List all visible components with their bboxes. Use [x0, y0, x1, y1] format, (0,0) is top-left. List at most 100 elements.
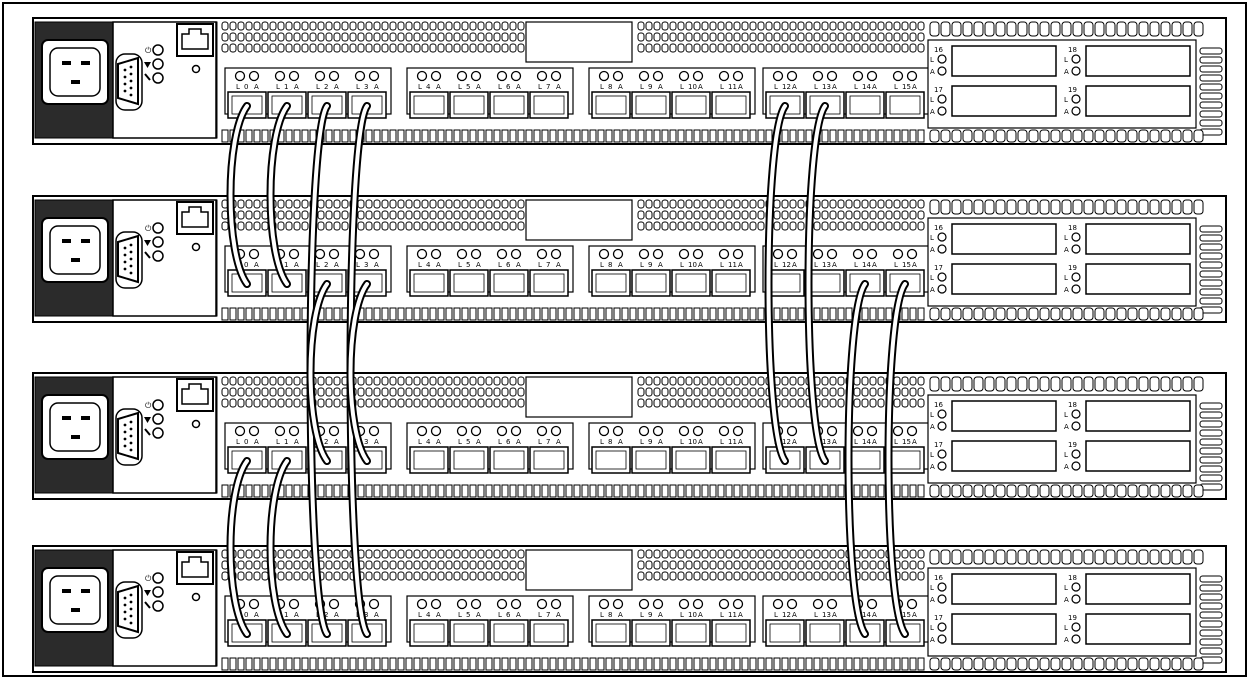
vent-slot — [334, 222, 340, 230]
vent-slot — [302, 485, 308, 497]
vent-slot — [742, 200, 748, 208]
vent-slot — [278, 200, 284, 208]
vent-slot — [422, 44, 428, 52]
vent-slot — [302, 33, 308, 41]
port-number-label: 8 — [608, 611, 612, 619]
activity-led — [512, 250, 521, 259]
vent-slot — [952, 550, 961, 564]
vent-slot — [918, 561, 924, 569]
port-number-label: 14 — [862, 438, 871, 446]
vent-slot — [494, 130, 500, 142]
vent-slot — [1051, 22, 1060, 36]
vent-slot — [302, 200, 308, 208]
vent-slot — [438, 377, 444, 385]
vent-slot — [830, 485, 836, 497]
activity-letter: A — [912, 438, 917, 446]
vent-slot — [1073, 200, 1082, 214]
vent-slot — [686, 22, 692, 30]
vent-slot — [502, 485, 508, 497]
vent-slot — [750, 308, 756, 320]
vent-slot — [1062, 377, 1071, 391]
vent-slot — [414, 44, 420, 52]
link-letter: L — [600, 261, 604, 269]
vent-slot — [750, 222, 756, 230]
vent-slot — [782, 388, 788, 396]
power-symbol-icon: ⏻ — [145, 46, 152, 55]
vent-slot — [782, 211, 788, 219]
vent-slot — [1029, 658, 1038, 670]
vent-slot — [366, 130, 372, 142]
vent-slot — [1040, 377, 1049, 391]
vent-slot — [462, 211, 468, 219]
vent-slot — [670, 200, 676, 208]
vent-slot — [678, 22, 684, 30]
vent-slot — [710, 211, 716, 219]
link-led — [236, 72, 245, 81]
vent-slot — [486, 561, 492, 569]
vent-slot — [742, 572, 748, 580]
vent-slot — [1161, 377, 1170, 391]
serial-pin — [124, 424, 127, 427]
vent-slot — [1084, 377, 1093, 391]
link-led — [814, 250, 823, 259]
switch-2: ⏻L0AL1AL2AL3AL4AL5AL6AL7AL8AL9AL10AL11AL… — [33, 196, 1226, 322]
vent-slot — [1106, 658, 1115, 670]
vent-slot — [366, 22, 372, 30]
vent-slot — [558, 308, 564, 320]
vent-slot — [302, 222, 308, 230]
vent-slot — [758, 561, 764, 569]
vent-slot — [902, 22, 908, 30]
vent-slot — [952, 308, 961, 320]
vent-slot — [878, 222, 884, 230]
activity-letter: A — [254, 83, 259, 91]
vent-slot — [1200, 412, 1222, 418]
port-number-label: 1 — [284, 261, 288, 269]
vent-slot — [518, 44, 524, 52]
sfp-cage — [952, 614, 1056, 644]
link-led — [418, 427, 427, 436]
vent-slot — [662, 44, 668, 52]
vent-slot — [822, 561, 828, 569]
vent-slot — [438, 200, 444, 208]
power-pin-right — [81, 239, 90, 243]
activity-letter: A — [930, 246, 935, 254]
vent-slot — [654, 572, 660, 580]
vent-slot — [486, 222, 492, 230]
vent-slot — [918, 550, 924, 558]
vent-slot — [334, 572, 340, 580]
vent-slot — [614, 130, 620, 142]
activity-letter: A — [872, 611, 877, 619]
vent-slot — [334, 399, 340, 407]
vent-slot — [638, 222, 644, 230]
vent-slot — [1084, 550, 1093, 564]
vent-slot — [254, 130, 260, 142]
vent-slot — [1062, 130, 1071, 142]
vent-slot — [318, 399, 324, 407]
vent-slot — [798, 130, 804, 142]
vent-slot — [654, 377, 660, 385]
activity-letter: A — [618, 83, 623, 91]
vent-slot — [822, 130, 828, 142]
activity-letter: A — [792, 438, 797, 446]
activity-letter: A — [792, 611, 797, 619]
vent-slot — [542, 485, 548, 497]
link-letter: L — [894, 83, 898, 91]
vent-slot — [382, 211, 388, 219]
vent-slot — [510, 211, 516, 219]
vent-slot — [406, 33, 412, 41]
link-letter: L — [600, 611, 604, 619]
vent-slot — [718, 561, 724, 569]
sfp-port-number-label: 17 — [934, 441, 943, 449]
vent-slot — [854, 22, 860, 30]
vent-slot — [726, 572, 732, 580]
vent-slot — [310, 22, 316, 30]
vent-slot — [646, 22, 652, 30]
vent-slot — [902, 200, 908, 208]
vent-slot — [862, 222, 868, 230]
vent-slot — [326, 211, 332, 219]
port-number-label: 1 — [284, 83, 288, 91]
port-number-label: 13 — [822, 83, 831, 91]
vent-slot — [342, 561, 348, 569]
vent-slot — [878, 388, 884, 396]
vent-slot — [270, 308, 276, 320]
